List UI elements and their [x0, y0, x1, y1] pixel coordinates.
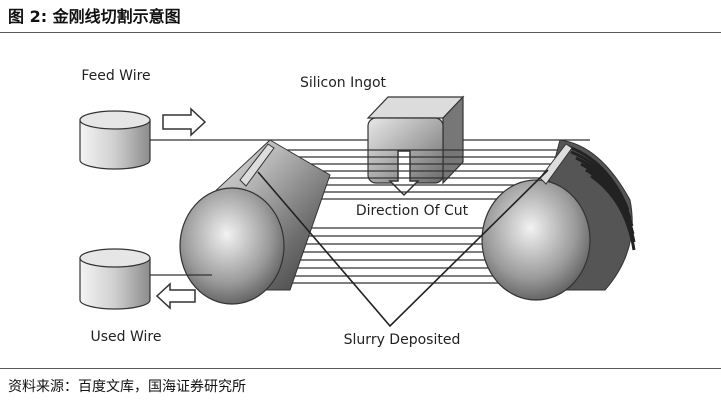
wire-saw-diagram: Feed Wire Silicon Ingot Direction Of Cut — [79, 68, 636, 348]
direction-arrow-icon — [388, 150, 420, 197]
slurry-lines — [257, 169, 549, 328]
top-divider — [0, 32, 721, 33]
silicon-ingot — [366, 95, 465, 185]
right-roller — [481, 139, 636, 301]
feed-arrow-icon — [162, 107, 207, 137]
used-wire-label: Used Wire — [91, 329, 162, 345]
left-roller — [179, 139, 331, 305]
return-arrow-icon — [155, 282, 196, 310]
bottom-divider — [0, 368, 721, 369]
direction-of-cut-label: Direction Of Cut — [356, 203, 469, 219]
feed-wire-spool — [79, 110, 151, 170]
silicon-ingot-label: Silicon Ingot — [300, 75, 387, 91]
used-wire-spool — [79, 248, 151, 310]
figure-title: 图 2: 金刚线切割示意图 — [8, 7, 181, 26]
slurry-deposited-label: Slurry Deposited — [344, 332, 461, 348]
feed-wire-label: Feed Wire — [81, 68, 150, 84]
source-note: 资料来源：百度文库，国海证券研究所 — [8, 379, 246, 395]
